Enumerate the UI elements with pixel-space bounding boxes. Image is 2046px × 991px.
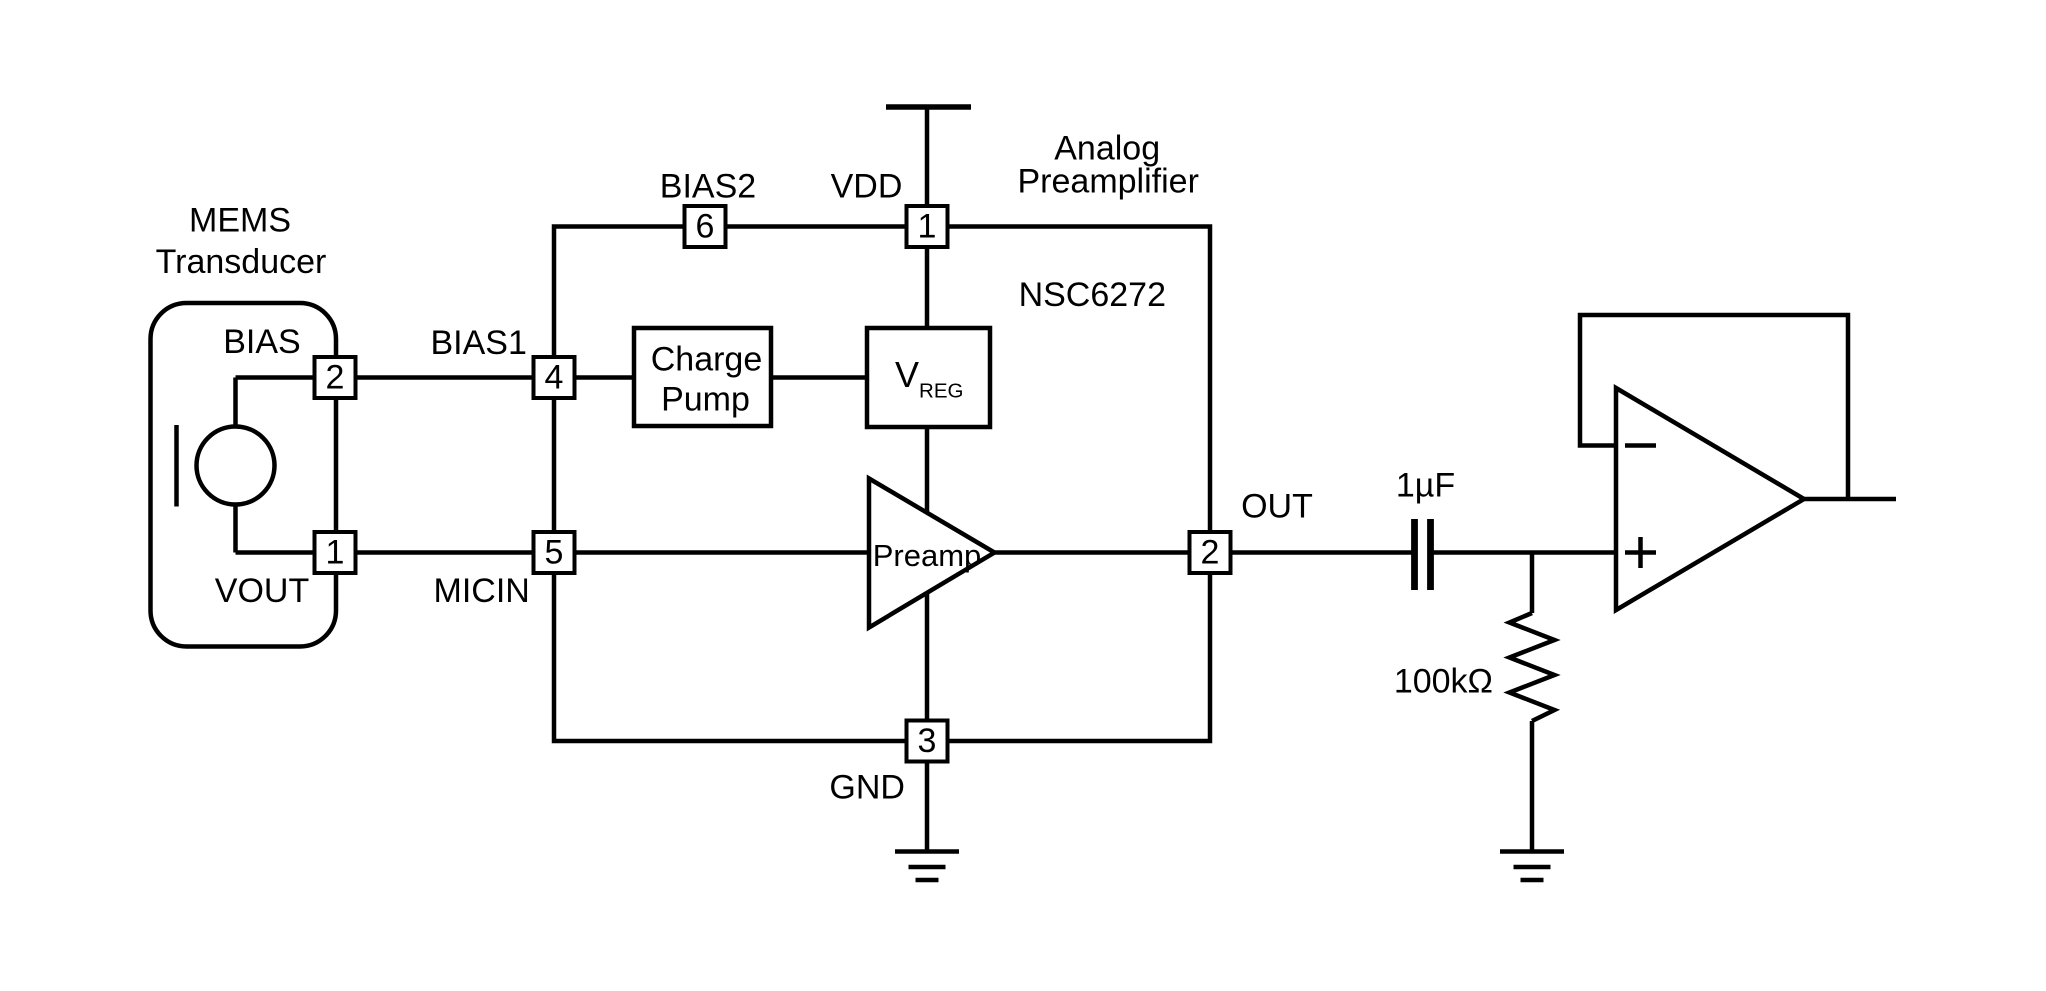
svg-text:100kΩ: 100kΩ	[1394, 663, 1493, 701]
svg-text:GND: GND	[829, 769, 905, 807]
svg-text:Analog: Analog	[1054, 130, 1160, 168]
svg-text:5: 5	[545, 534, 564, 572]
svg-text:BIAS1: BIAS1	[431, 324, 527, 362]
svg-text:VDD: VDD	[831, 168, 903, 206]
svg-text:3: 3	[918, 722, 937, 760]
svg-text:VOUT: VOUT	[215, 572, 309, 610]
svg-text:MEMS: MEMS	[189, 202, 291, 240]
svg-text:2: 2	[1201, 534, 1220, 572]
svg-text:1µF: 1µF	[1396, 467, 1455, 505]
svg-text:Transducer: Transducer	[156, 243, 327, 281]
svg-text:2: 2	[326, 359, 345, 397]
svg-text:1: 1	[918, 208, 937, 246]
svg-text:OUT: OUT	[1241, 488, 1313, 526]
svg-text:Charge: Charge	[651, 341, 763, 379]
svg-text:Pump: Pump	[661, 381, 750, 419]
svg-text:Preamp: Preamp	[873, 538, 982, 573]
svg-text:NSC6272: NSC6272	[1019, 276, 1166, 314]
svg-text:4: 4	[545, 359, 564, 397]
svg-text:BIAS2: BIAS2	[660, 168, 756, 206]
svg-text:Preamplifier: Preamplifier	[1018, 163, 1199, 201]
svg-text:MICIN: MICIN	[434, 572, 530, 610]
svg-text:BIAS: BIAS	[223, 323, 300, 361]
svg-text:1: 1	[326, 534, 345, 572]
svg-text:6: 6	[696, 208, 715, 246]
